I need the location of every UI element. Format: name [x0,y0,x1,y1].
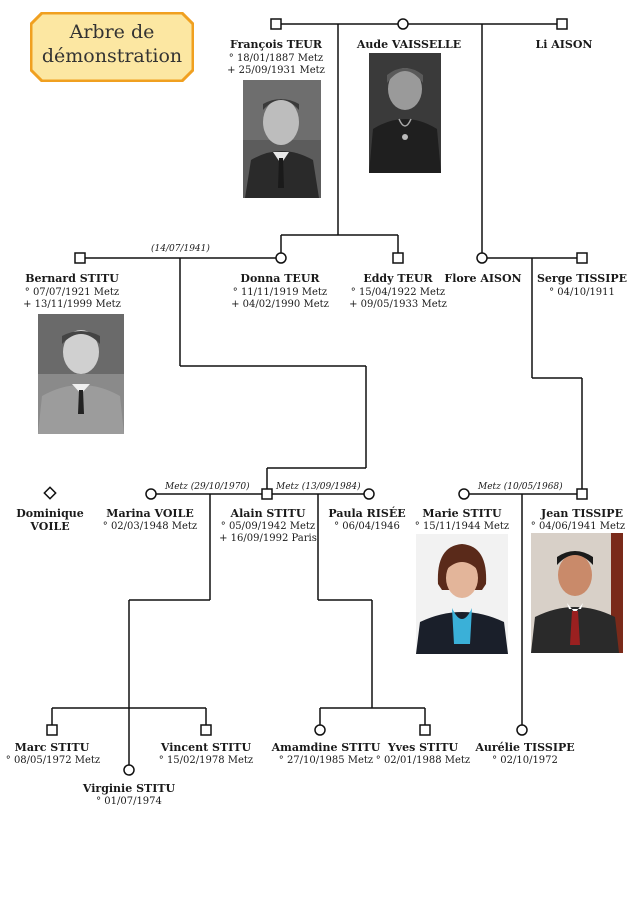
photo-bernard[interactable] [38,314,124,434]
birth-amamdine: ° 27/10/1985 Metz [278,755,374,766]
male-symbol-alain [261,488,273,500]
person-name-francois[interactable]: François TEUR [229,38,323,51]
death-alain: + 16/09/1992 Paris [219,533,317,544]
birth-vincent: ° 15/02/1978 Metz [158,755,254,766]
title-line-2: démonstration [41,45,183,67]
marriage-label-marina-alain: Metz (29/10/1970) [165,482,250,492]
birth-aurelie: ° 02/10/1972 [492,755,558,766]
birth-yves: ° 02/01/1988 Metz [375,755,471,766]
photo-aude[interactable] [369,53,441,173]
title-text: Arbre de démonstration [30,20,194,68]
female-symbol-paula [363,488,375,500]
dominique-last-name: VOILE [30,520,70,533]
dominique-first-name: Dominique [16,507,84,520]
person-name-paula[interactable]: Paula RISÉE [328,507,406,520]
person-name-donna[interactable]: Donna TEUR [240,272,320,285]
female-symbol-aude [397,18,409,30]
birth-donna: ° 11/11/1919 Metz [232,287,328,298]
person-name-aurelie[interactable]: Aurélie TISSIPE [475,741,575,754]
birth-marie: ° 15/11/1944 Metz [414,521,510,532]
birth-marc: ° 08/05/1972 Metz [5,755,101,766]
person-name-marie[interactable]: Marie STITU [422,507,502,520]
person-name-eddy[interactable]: Eddy TEUR [363,272,433,285]
male-symbol-serge [576,252,588,264]
female-symbol-flore [476,252,488,264]
birth-marina: ° 02/03/1948 Metz [102,521,198,532]
male-symbol-jean [576,488,588,500]
title-octagon [30,12,194,82]
photo-francois[interactable] [243,80,321,198]
title-line-1: Arbre de [69,21,155,43]
birth-paula: ° 06/04/1946 [334,521,400,532]
female-symbol-aurelie [516,724,528,736]
person-name-amamdine[interactable]: Amamdine STITU [271,741,381,754]
female-symbol-marina [145,488,157,500]
birth-jean: ° 04/06/1941 Metz [530,521,626,532]
person-name-alain[interactable]: Alain STITU [230,507,306,520]
male-symbol-bernard [74,252,86,264]
female-symbol-amamdine [314,724,326,736]
person-name-yves[interactable]: Yves STITU [387,741,459,754]
person-name-marc[interactable]: Marc STITU [14,741,90,754]
person-name-jean[interactable]: Jean TISSIPE [541,507,623,520]
female-symbol-virginie [123,764,135,776]
person-name-virginie[interactable]: Virginie STITU [82,782,176,795]
marriage-label-alain-paula: Metz (13/09/1984) [276,482,361,492]
photo-marie[interactable] [416,534,508,654]
male-symbol-eddy [392,252,404,264]
female-symbol-donna [275,252,287,264]
unknown-symbol-dominique [43,486,57,500]
person-name-bernard[interactable]: Bernard STITU [25,272,119,285]
male-symbol-marc [46,724,58,736]
death-bernard: + 13/11/1999 Metz [23,299,121,310]
male-symbol-yves [419,724,431,736]
birth-serge: ° 04/10/1911 [549,287,615,298]
death-donna: + 04/02/1990 Metz [231,299,329,310]
person-name-vincent[interactable]: Vincent STITU [160,741,252,754]
birth-bernard: ° 07/07/1921 Metz [24,287,120,298]
tree-title: Arbre de démonstration [30,12,194,82]
person-name-dominique[interactable]: Dominique VOILE [2,507,98,533]
birth-francois: ° 18/01/1887 Metz [228,53,324,64]
male-symbol-li [556,18,568,30]
gender-symbols [43,18,588,776]
death-eddy: + 09/05/1933 Metz [349,299,447,310]
male-symbol-francois [270,18,282,30]
birth-virginie: ° 01/07/1974 [96,796,162,807]
person-name-serge[interactable]: Serge TISSIPE [536,272,628,285]
person-name-flore[interactable]: Flore AISON [444,272,522,285]
marriage-label-bernard-donna: (14/07/1941) [151,244,210,254]
birth-eddy: ° 15/04/1922 Metz [350,287,446,298]
female-symbol-marie [458,488,470,500]
male-symbol-vincent [200,724,212,736]
person-name-li[interactable]: Li AISON [535,38,593,51]
marriage-label-marie-jean: Metz (10/05/1968) [478,482,563,492]
birth-alain: ° 05/09/1942 Metz [220,521,316,532]
death-francois: + 25/09/1931 Metz [227,65,325,76]
person-name-marina[interactable]: Marina VOILE [106,507,194,520]
photo-jean[interactable] [531,533,623,653]
person-name-aude[interactable]: Aude VAISSELLE [356,38,462,51]
